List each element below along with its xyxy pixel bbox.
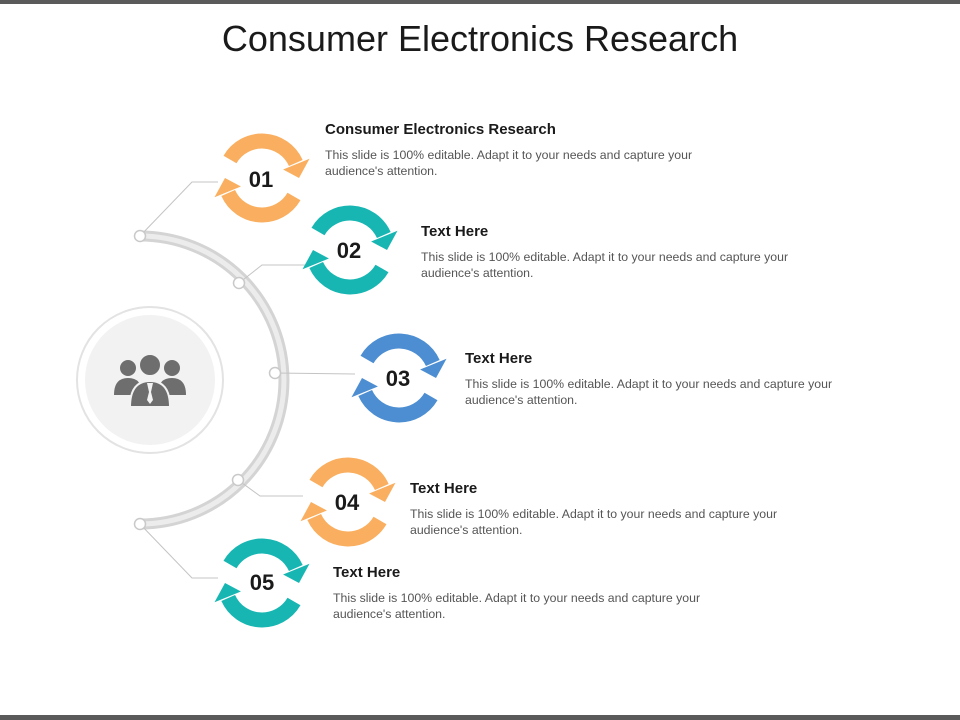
step-text-02: This slide is 100% editable. Adapt it to…: [421, 250, 789, 280]
arc-dot-02: [232, 276, 246, 290]
connector-line-04: [237, 479, 303, 497]
step-number-03: 03: [385, 366, 411, 391]
arc-dot-04: [231, 473, 245, 487]
ring-arc-01-2: [221, 189, 301, 223]
ring-arrowhead-05-2: [214, 583, 241, 603]
step-heading-01: Consumer Electronics Research: [325, 121, 556, 138]
cycle-ring-01: [214, 133, 310, 223]
step-block-01: Consumer Electronics Research This slide…: [325, 121, 745, 179]
step-block-02: Text Here This slide is 100% editable. A…: [421, 223, 841, 281]
step-heading-05: Text Here: [333, 564, 401, 581]
people-group-icon: [114, 353, 186, 408]
step-number-05: 05: [249, 570, 275, 595]
ring-arc-03-2: [358, 389, 438, 423]
ring-arc-05-1: [223, 538, 303, 572]
ring-arrowhead-04-1: [369, 482, 396, 502]
ring-arrowhead-01-1: [283, 158, 310, 178]
connector-line-03: [274, 372, 356, 375]
ring-arrowhead-03-2: [351, 378, 378, 398]
arc-dots: [133, 229, 282, 531]
step-number-01: 01: [248, 167, 274, 192]
ring-arrowhead-05-1: [283, 563, 310, 583]
step-number-02: 02: [336, 238, 362, 263]
ring-arrowhead-02-1: [371, 230, 398, 250]
connector-line-02: [238, 264, 305, 284]
step-heading-03: Text Here: [465, 350, 533, 367]
ring-arrowhead-04-2: [300, 502, 327, 522]
arc-dot-03: [268, 366, 282, 380]
connector-lines: [139, 181, 356, 579]
step-text-04: This slide is 100% editable. Adapt it to…: [410, 507, 778, 537]
cycle-ring-03: [351, 333, 447, 423]
ring-arrowhead-03-1: [420, 358, 447, 378]
arc-dot-05: [133, 517, 147, 531]
step-block-05: Text Here This slide is 100% editable. A…: [333, 564, 753, 622]
step-block-03: Text Here This slide is 100% editable. A…: [465, 350, 885, 408]
step-text-05: This slide is 100% editable. Adapt it to…: [333, 591, 701, 621]
ring-arrowhead-02-2: [302, 250, 329, 270]
slide-title: Consumer Electronics Research: [221, 18, 739, 59]
step-block-04: Text Here This slide is 100% editable. A…: [410, 480, 830, 538]
ring-arc-04-1: [309, 457, 389, 491]
step-number-04: 04: [334, 490, 360, 515]
ring-arc-01-1: [223, 133, 303, 167]
top-border: [0, 0, 960, 4]
connector-line-05: [139, 523, 218, 579]
ring-arc-02-2: [309, 261, 389, 295]
bottom-border: [0, 715, 960, 720]
cycle-ring-05: [214, 538, 310, 628]
center-circle: [76, 306, 224, 454]
step-text-01: This slide is 100% editable. Adapt it to…: [325, 148, 693, 178]
cycle-ring-04: [300, 457, 396, 547]
step-heading-02: Text Here: [421, 223, 489, 240]
cycle-ring-02: [302, 205, 398, 295]
ring-arc-03-1: [360, 333, 440, 367]
ring-arc-02-1: [311, 205, 391, 239]
step-heading-04: Text Here: [410, 480, 478, 497]
connector-line-01: [139, 181, 218, 237]
step-text-03: This slide is 100% editable. Adapt it to…: [465, 377, 833, 407]
ring-arrowhead-01-2: [214, 178, 241, 198]
arc-dot-01: [133, 229, 147, 243]
ring-arc-04-2: [307, 513, 387, 547]
ring-arc-05-2: [221, 594, 301, 628]
